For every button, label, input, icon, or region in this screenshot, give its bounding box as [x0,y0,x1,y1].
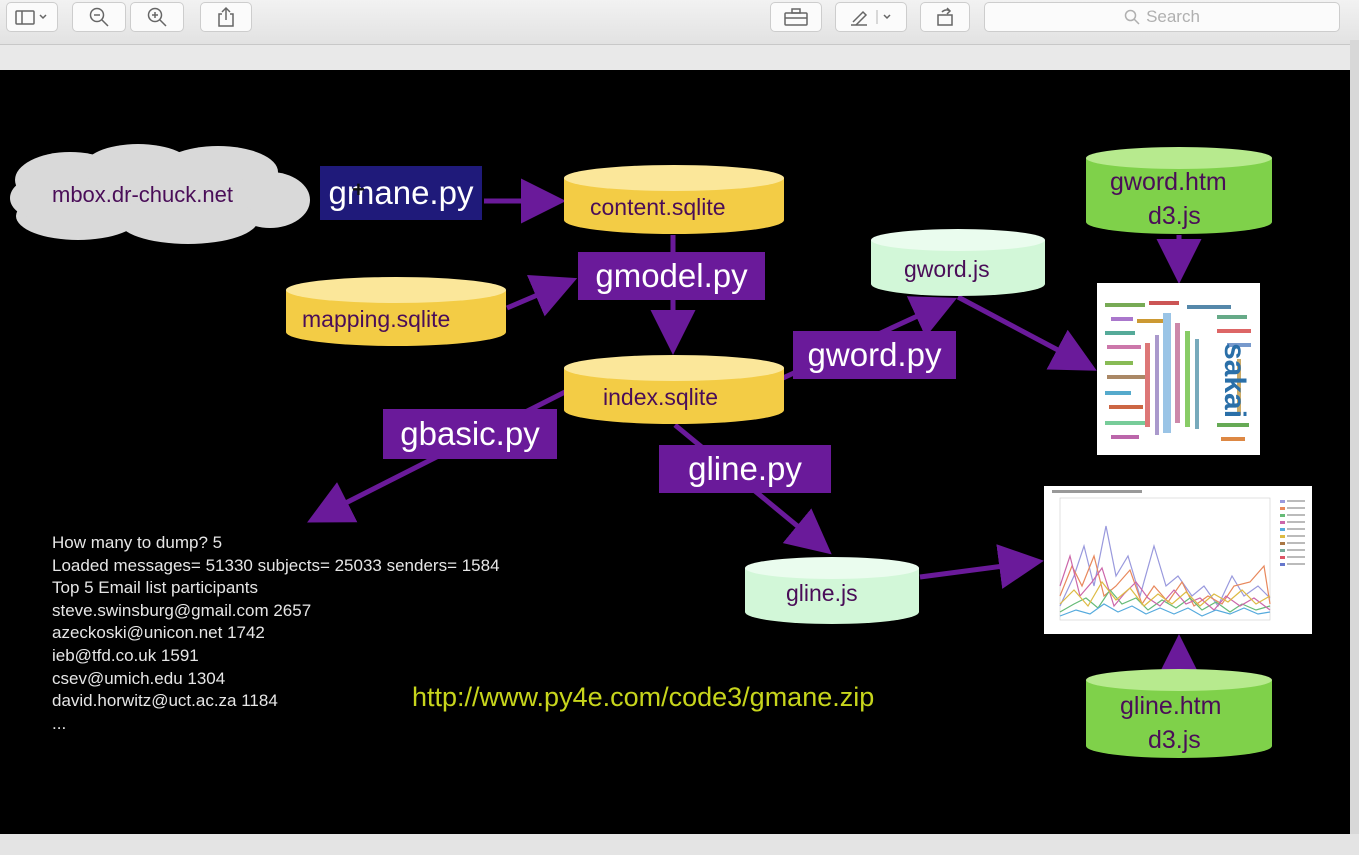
cursor-icon: + [352,177,365,202]
search-icon [1124,9,1140,25]
gbasic-py-box: gbasic.py [383,409,557,459]
gword-htm-label-1: gword.htm [1110,168,1227,196]
search-input[interactable]: Search [984,2,1340,32]
toolbox-icon [784,8,808,26]
arrow-mapping-gmodel [506,275,578,317]
mapping-sqlite-label: mapping.sqlite [302,306,451,332]
slide-canvas: mbox.dr-chuck.net gmane.py + content.sql… [0,70,1350,834]
pen-icon [851,10,868,26]
toolbox-button[interactable] [770,2,822,32]
terminal-line: How many to dump? 5 [52,533,223,552]
gline-htm-label-2: d3.js [1148,726,1201,754]
terminal-line: azeckoski@unicon.net 1742 [52,623,265,643]
terminal-line: csev@umich.edu 1304 [52,668,226,688]
gword-htm-db [1086,147,1272,234]
gline-js-label: gline.js [786,580,858,606]
share-icon [218,6,234,27]
gline-js-db [745,557,919,624]
terminal-line: Loaded messages= 51330 subjects= 25033 s… [52,555,500,575]
rotate-icon [937,7,953,26]
gline-htm-label-1: gline.htm [1120,692,1222,720]
terminal-line: ... [52,713,67,733]
document-margin [0,45,1359,70]
line-chart-thumbnail [1044,486,1312,634]
zoom-out-button[interactable] [72,2,126,32]
arrow-glinejs-chart [919,544,1044,589]
terminal-line: Top 5 Email list participants [52,578,258,598]
chevron-down-icon [876,10,891,24]
gword-py-box: gword.py [793,331,956,379]
zoom-in-icon [147,7,167,27]
sidebar-icon [15,10,47,25]
gline-py-box: gline.py [659,445,831,493]
markup-button[interactable] [835,2,907,32]
terminal-output: How many to dump? 5 Loaded messages= 5133… [52,532,500,735]
gword-js-db [871,229,1045,296]
line-chart-graphic [1052,490,1305,621]
bottom-margin [0,834,1359,855]
zoom-in-button[interactable] [130,2,184,32]
mapping-sqlite-db [286,277,506,346]
toolbar: Search [0,0,1359,45]
word-cloud-word: sakai [1218,343,1251,418]
word-cloud-graphic: sakai [1105,301,1251,441]
share-button[interactable] [200,2,252,32]
terminal-line: steve.swinsburg@gmail.com 2657 [52,600,312,620]
gline-htm-db [1086,669,1272,758]
sidebar-toggle-button[interactable] [6,2,58,32]
content-sqlite-db [564,165,784,234]
download-url[interactable]: http://www.py4e.com/code3/gmane.zip [412,682,875,712]
rotate-button[interactable] [920,2,970,32]
terminal-line: ieb@tfd.co.uk 1591 [52,645,199,665]
arrow-gword-cloud [956,294,1097,371]
index-sqlite-db [564,355,784,424]
content-sqlite-label: content.sqlite [590,194,726,220]
gword-htm-label-2: d3.js [1148,202,1201,230]
gword-js-label: gword.js [904,256,990,282]
terminal-line: david.horwitz@uct.ac.za 1184 [52,691,278,711]
cloud-label: mbox.dr-chuck.net [52,182,233,207]
word-cloud-thumbnail: sakai [1097,283,1260,455]
cloud-shape [10,144,310,244]
gmodel-py-box: gmodel.py [578,252,765,300]
vertical-scrollbar[interactable] [1350,40,1359,840]
search-placeholder: Search [1146,7,1200,26]
zoom-out-icon [89,7,109,27]
gmane-py-box: gmane.py [320,166,482,220]
index-sqlite-label: index.sqlite [603,384,719,410]
